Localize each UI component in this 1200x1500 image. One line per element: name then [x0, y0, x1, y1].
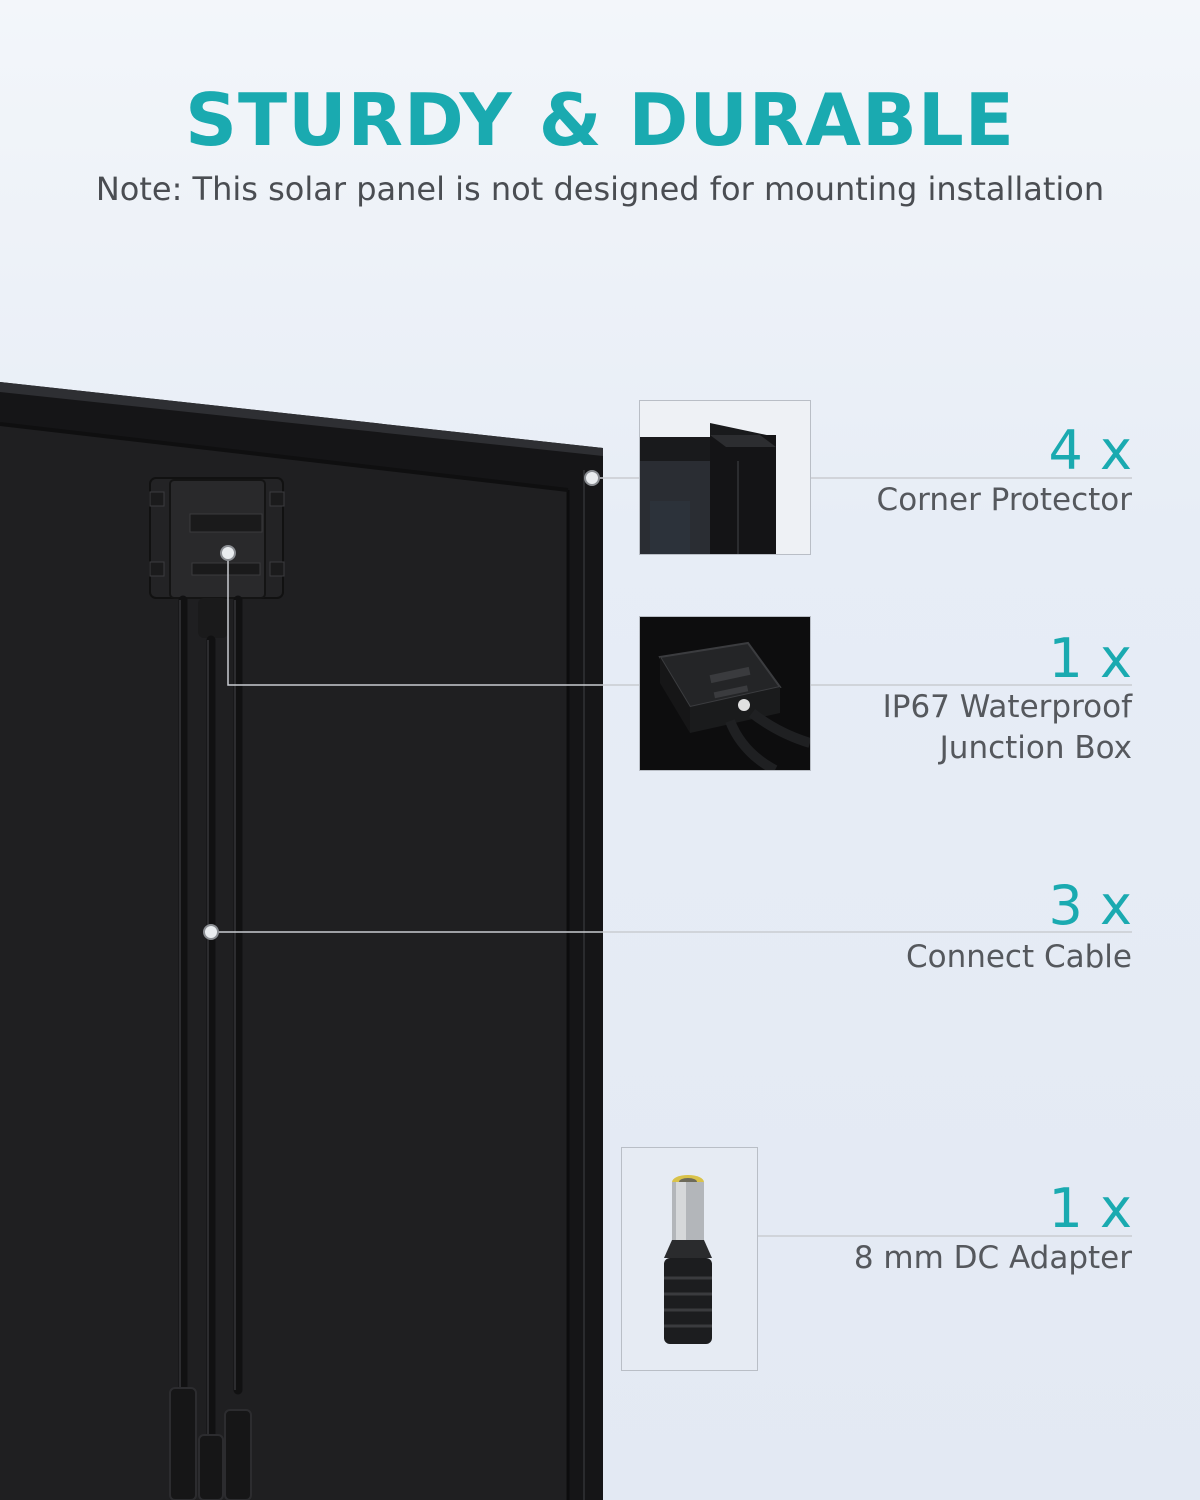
junction-box-quantity: 1 x	[1048, 627, 1132, 690]
dc-adapter-thumbnail	[621, 1147, 758, 1371]
mc4-connectors	[169, 1387, 252, 1500]
callout-dots	[203, 470, 600, 940]
corner-protector-thumbnail	[639, 400, 811, 555]
callout-dot-junction-box	[220, 545, 236, 561]
panel-frame-highlight	[0, 382, 603, 456]
junction-box-label: IP67 Waterproof Junction Box	[882, 689, 1132, 766]
connect-cable-quantity: 3 x	[1048, 874, 1132, 937]
junction-box-thumbnail	[639, 616, 811, 771]
connect-cable-label: Connect Cable	[905, 939, 1132, 975]
junction-box	[149, 477, 285, 638]
callout-dot-corner	[584, 470, 600, 486]
corner-protector-label: Corner Protector	[876, 482, 1132, 518]
page-subtitle: Note: This solar panel is not designed f…	[95, 170, 1105, 208]
panel-backsheet	[0, 424, 568, 1500]
page-title: STURDY & DURABLE	[185, 78, 1015, 162]
dc-adapter-quantity: 1 x	[1048, 1177, 1132, 1240]
corner-protector-quantity: 4 x	[1048, 419, 1132, 482]
callout-dot-cable	[203, 924, 219, 940]
dc-adapter-label: 8 mm DC Adapter	[853, 1240, 1132, 1276]
connect-cables	[178, 595, 243, 1440]
leader-lines	[211, 477, 1132, 1237]
